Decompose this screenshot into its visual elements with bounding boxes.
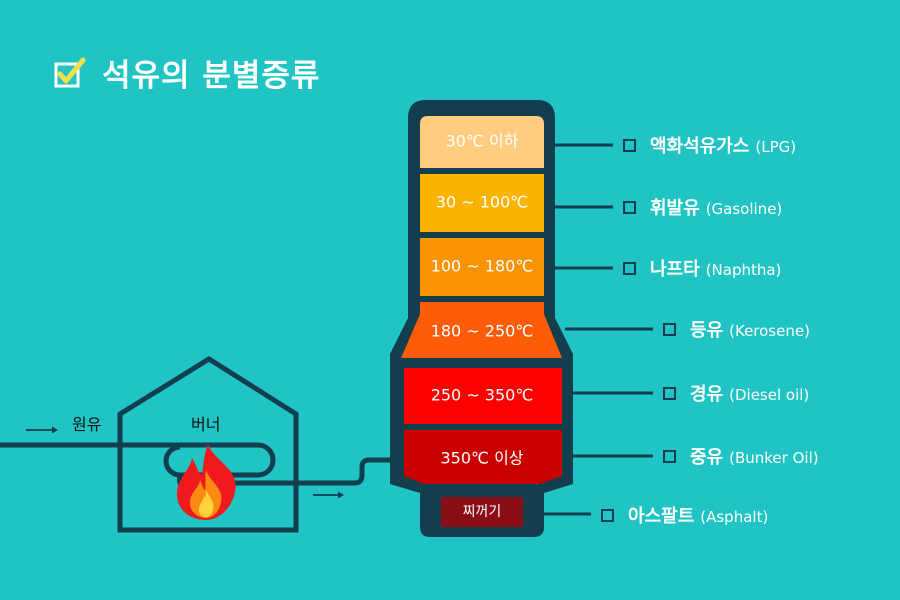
product-name: 휘발유	[650, 198, 700, 219]
burner-label: 버너	[191, 415, 221, 434]
column-band	[420, 238, 544, 296]
product-english: (Diesel oil)	[729, 386, 810, 404]
product-item: 등유 (Kerosene)	[663, 316, 810, 342]
checkbox-icon	[623, 262, 636, 275]
checkbox-icon	[623, 201, 636, 214]
product-item: 휘발유 (Gasoline)	[623, 194, 782, 220]
product-item: 중유 (Bunker Oil)	[663, 443, 819, 469]
checkbox-icon	[663, 387, 676, 400]
product-name: 아스팔트	[628, 506, 695, 527]
residue-box	[441, 497, 523, 527]
column-band-label: 30 ~ 100℃	[436, 193, 528, 212]
flame-icon	[176, 444, 236, 520]
product-item: 나프타 (Naphtha)	[623, 255, 781, 281]
column-band-label: 250 ~ 350℃	[431, 386, 534, 405]
arrow-right-icon	[26, 426, 58, 434]
crude-oil-label: 원유	[72, 415, 102, 434]
checkbox-icon	[623, 139, 636, 152]
arrow-right-icon	[313, 491, 344, 499]
product-english: (Asphalt)	[700, 508, 769, 526]
residue-label: 찌꺼기	[463, 504, 502, 520]
column-band	[404, 430, 562, 484]
product-name: 나프타	[650, 259, 700, 280]
column-band-label: 100 ~ 180℃	[431, 257, 534, 276]
crude-oil-pipe	[0, 442, 276, 478]
column-band	[401, 302, 562, 358]
checkbox-icon	[663, 450, 676, 463]
page-title-group: 석유의 분별증류	[52, 50, 320, 95]
checkbox-check-icon	[54, 57, 86, 87]
product-english: (Bunker Oil)	[729, 449, 819, 467]
column-band-label: 30℃ 이하	[446, 132, 519, 151]
column-band	[404, 368, 562, 424]
product-lines	[530, 143, 653, 516]
product-item: 경유 (Diesel oil)	[663, 380, 809, 406]
product-name: 등유	[690, 320, 724, 341]
checkbox-icon	[601, 509, 614, 522]
product-item: 액화석유가스 (LPG)	[623, 132, 796, 158]
column-band-label: 350℃ 이상	[440, 449, 523, 468]
product-name: 중유	[690, 447, 724, 468]
furnace-house	[117, 356, 299, 533]
product-english: (Kerosene)	[729, 322, 810, 340]
column-band-label: 180 ~ 250℃	[431, 322, 534, 341]
product-name: 액화석유가스	[650, 136, 750, 157]
product-english: (LPG)	[755, 138, 797, 156]
product-english: (Gasoline)	[705, 200, 783, 218]
column-band	[420, 116, 544, 168]
distillation-column: 30℃ 이하 30 ~ 100℃ 100 ~ 180℃ 180 ~ 250℃ 250 ~…	[390, 100, 573, 537]
product-name: 경유	[690, 384, 724, 405]
column-band	[420, 174, 544, 232]
page-title: 석유의 분별증류	[102, 58, 321, 94]
product-english: (Naphtha)	[705, 261, 782, 279]
outlet-pipe	[177, 457, 400, 486]
checkbox-icon	[663, 323, 676, 336]
product-item: 아스팔트 (Asphalt)	[601, 502, 768, 528]
